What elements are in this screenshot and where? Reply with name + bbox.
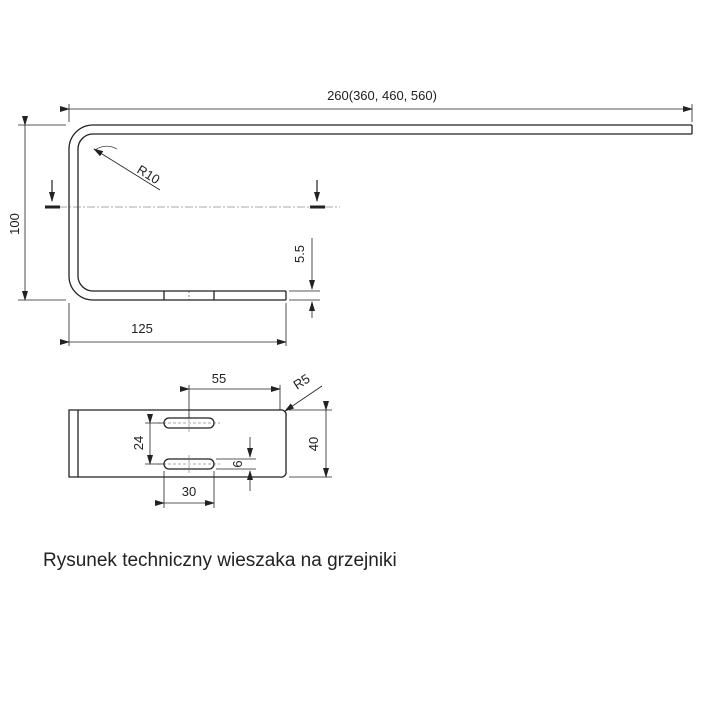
dim-plate-width-label: 40: [306, 437, 321, 451]
dim-slot-pitch: [145, 414, 164, 465]
section-marker-right: [310, 180, 325, 209]
dim-height-label: 100: [7, 213, 22, 235]
side-view: [68, 124, 693, 301]
section-marker-left: [45, 180, 60, 209]
dim-length-label: 260(360, 460, 560): [327, 88, 437, 103]
dim-corner-radius-leader: [284, 385, 323, 412]
dim-slot-spacing-label: 55: [212, 371, 226, 386]
dim-height: [18, 116, 66, 301]
dim-slot-width-label: 6: [230, 460, 245, 467]
dim-corner-radius-label: R5: [290, 371, 312, 393]
dim-plate-width: [289, 401, 332, 478]
dim-bottom-length-label: 125: [131, 321, 153, 336]
dim-slot-length: [155, 471, 215, 508]
dim-bottom-length: [60, 303, 287, 346]
plate-view: [68, 409, 287, 478]
dim-slot-length-label: 30: [182, 484, 196, 499]
hanger-outer-profile: [68, 124, 692, 301]
dim-slot-spacing: [180, 385, 281, 418]
dim-bend-radius-leader: [93, 148, 161, 191]
hanger-inner-profile: [77, 133, 692, 292]
drawing-caption: Rysunek techniczny wieszaka na grzejniki: [43, 550, 397, 571]
plate-outline: [68, 409, 287, 478]
dim-slot-width: [216, 437, 256, 491]
dim-slot-pitch-label: 24: [131, 436, 146, 450]
dim-thickness: [289, 238, 320, 318]
dim-thickness-label: 5.5: [292, 245, 307, 263]
dim-bend-radius-label: R10: [134, 162, 162, 187]
dim-length: [60, 104, 693, 122]
